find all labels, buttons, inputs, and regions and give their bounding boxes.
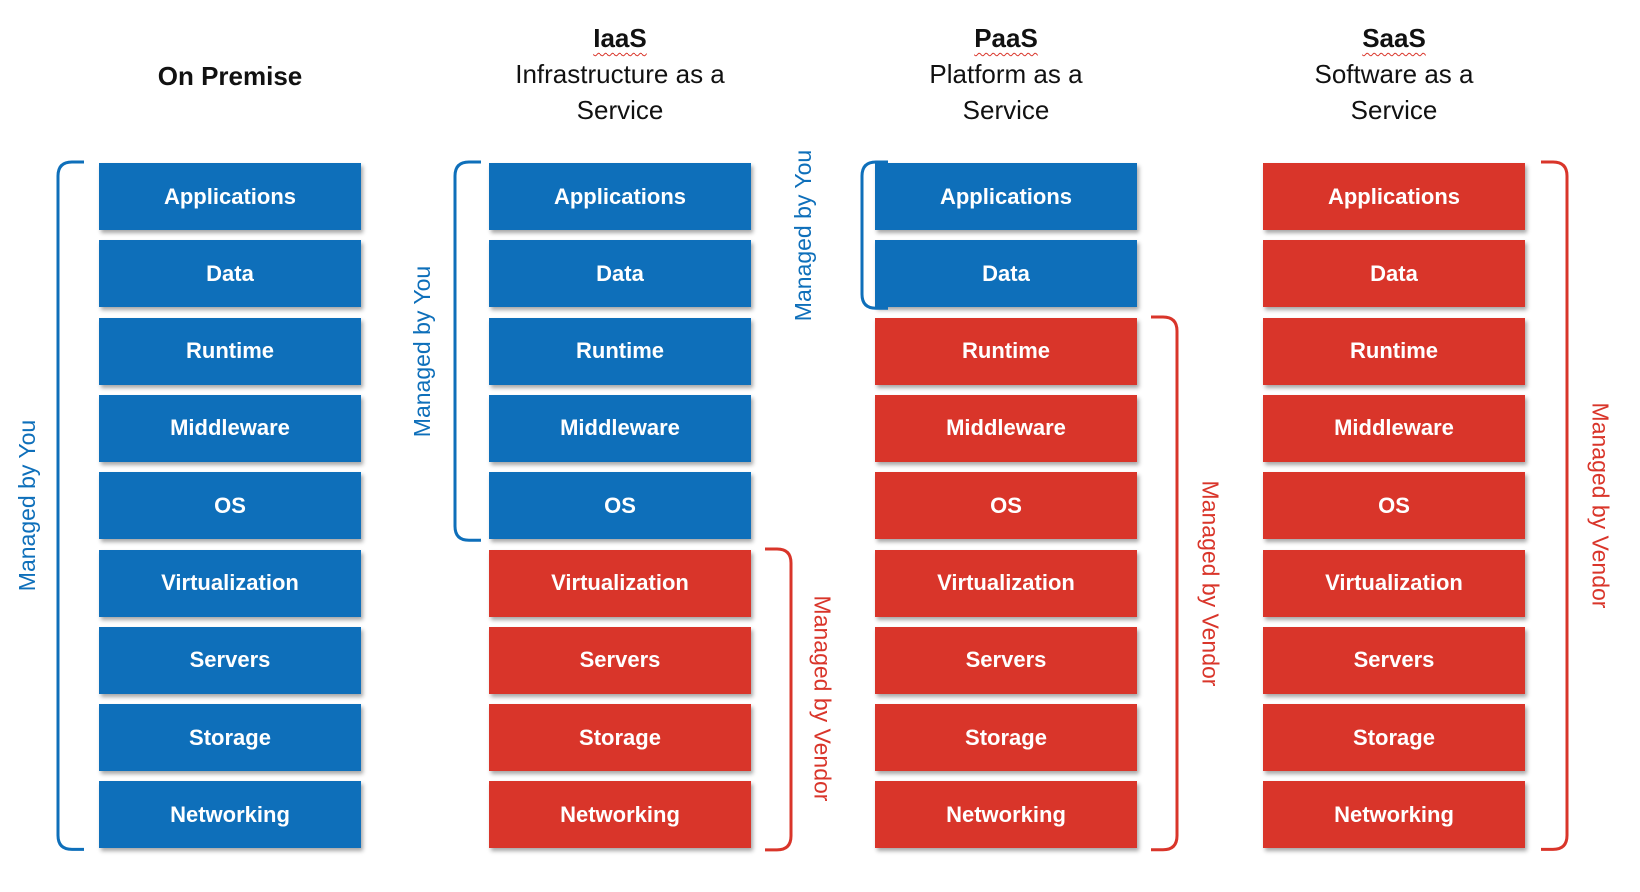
paas-layer-os: OS — [875, 472, 1137, 540]
saas-layer-os: OS — [1263, 472, 1525, 540]
paas-layer-runtime: Runtime — [875, 317, 1137, 385]
on-premise-layer-os: OS — [99, 472, 361, 540]
on-premise-layer-applications: Applications — [99, 163, 361, 230]
iaas-layer-os: OS — [489, 472, 751, 540]
paas-layer-data: Data — [875, 240, 1137, 308]
saas-layer-data: Data — [1263, 240, 1525, 308]
saas-bracket-vendor — [1541, 160, 1569, 851]
on-premise-layer-servers: Servers — [99, 626, 361, 694]
on-premise-bracket-label-you: Managed by You — [13, 419, 40, 592]
iaas-abbreviation: IaaS — [593, 23, 647, 53]
paas-bracket-you — [860, 160, 888, 310]
iaas-bracket-label-vendor: Managed by Vendor — [809, 595, 836, 802]
iaas-bracket-label-you: Managed by You — [408, 265, 435, 437]
iaas-full-name: Infrastructure as a Service — [515, 59, 725, 125]
saas-layer-runtime: Runtime — [1263, 317, 1525, 385]
on-premise-layer-networking: Networking — [99, 781, 361, 849]
on-premise-layer-data: Data — [99, 240, 361, 308]
on-premise-layer-virtualization: Virtualization — [99, 549, 361, 617]
paas-layer-servers: Servers — [875, 626, 1137, 694]
iaas-layer-servers: Servers — [489, 626, 751, 694]
iaas-layer-runtime: Runtime — [489, 317, 751, 385]
paas-layer-middleware: Middleware — [875, 394, 1137, 462]
paas-layer-storage: Storage — [875, 704, 1137, 772]
iaas-layer-data: Data — [489, 240, 751, 308]
on-premise-abbreviation: On Premise — [157, 61, 303, 91]
iaas-header: IaaS Infrastructure as a Service — [429, 20, 811, 128]
paas-bracket-label-vendor: Managed by Vendor — [1197, 480, 1224, 686]
saas-layer-networking: Networking — [1263, 781, 1525, 849]
paas-bracket-label-you: Managed by You — [789, 149, 816, 321]
iaas-layer-middleware: Middleware — [489, 394, 751, 462]
on-premise-layer-runtime: Runtime — [99, 317, 361, 385]
iaas-bracket-you — [453, 160, 481, 542]
saas-layer-storage: Storage — [1263, 704, 1525, 772]
iaas-layer-applications: Applications — [489, 163, 751, 230]
saas-layer-virtualization: Virtualization — [1263, 549, 1525, 617]
paas-layer-networking: Networking — [875, 781, 1137, 849]
saas-full-name: Software as a Service — [1314, 59, 1474, 125]
iaas-layer-storage: Storage — [489, 704, 751, 772]
iaas-bracket-vendor — [765, 547, 793, 851]
saas-bracket-label-vendor: Managed by Vendor — [1587, 402, 1614, 609]
iaas-layer-networking: Networking — [489, 781, 751, 849]
paas-bracket-vendor — [1151, 315, 1179, 851]
paas-layer-applications: Applications — [875, 163, 1137, 230]
saas-header: SaaS Software as a Service — [1203, 20, 1585, 128]
saas-abbreviation: SaaS — [1362, 23, 1426, 53]
saas-layer-applications: Applications — [1263, 163, 1525, 230]
iaas-layer-virtualization: Virtualization — [489, 549, 751, 617]
saas-layer-middleware: Middleware — [1263, 394, 1525, 462]
paas-abbreviation: PaaS — [974, 23, 1038, 53]
on-premise-layer-storage: Storage — [99, 704, 361, 772]
paas-header: PaaS Platform as a Service — [815, 20, 1197, 128]
on-premise-bracket-you — [56, 160, 84, 851]
paas-full-name: Platform as a Service — [929, 59, 1083, 125]
paas-layer-virtualization: Virtualization — [875, 549, 1137, 617]
saas-layer-servers: Servers — [1263, 626, 1525, 694]
on-premise-header: On Premise — [39, 58, 421, 94]
on-premise-layer-middleware: Middleware — [99, 394, 361, 462]
